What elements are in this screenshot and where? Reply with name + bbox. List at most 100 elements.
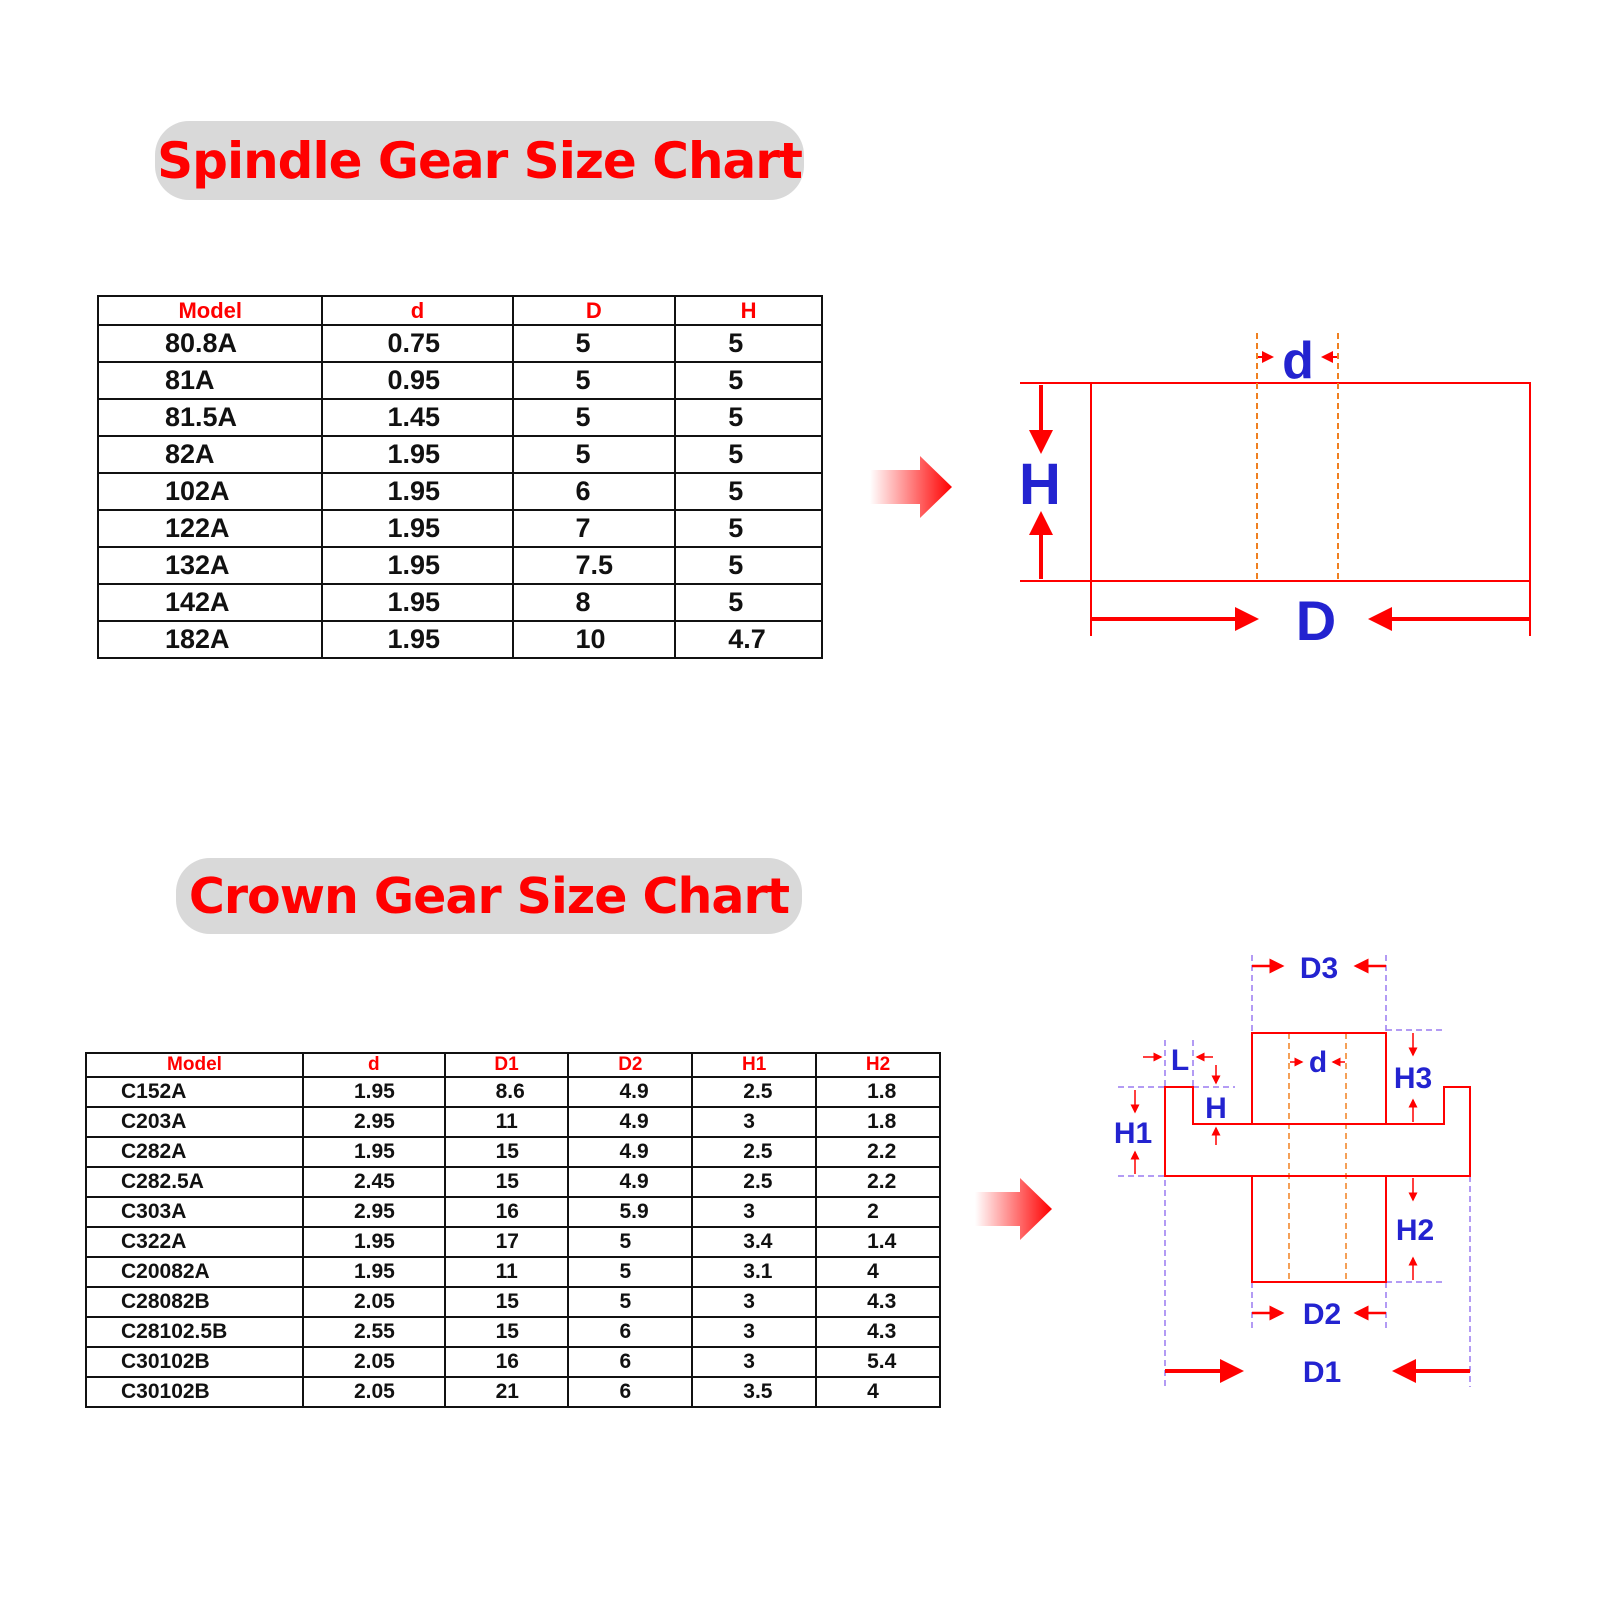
column-header: Model [85,1052,304,1078]
pointer-arrow-icon [870,456,952,518]
table-cell: 3.5 [691,1376,818,1408]
table-cell: C30102B [85,1376,304,1408]
table-cell: 21 [443,1376,570,1408]
table-cell: 1.95 [321,546,514,585]
table-cell: 1.95 [321,620,514,659]
table-cell: C152A [85,1076,304,1108]
column-header: D2 [567,1052,694,1078]
diagram-label-H3: H3 [1394,1062,1432,1095]
table-cell: 15 [443,1286,570,1318]
table-cell: 2.5 [691,1136,818,1168]
table-cell: 1.95 [321,435,514,474]
table-cell: 4.7 [674,620,823,659]
table-cell: 4.9 [567,1076,694,1108]
diagram-label-D1: D1 [1303,1356,1341,1389]
column-header: H2 [815,1052,941,1078]
spindle-gear-diagram [1020,333,1531,636]
table-cell: 132A [96,546,324,585]
table-cell: 7 [511,509,677,548]
column-header: D1 [443,1052,570,1078]
table-cell: 122A [96,509,324,548]
table-cell: 3 [691,1316,818,1348]
diagram-label-D: D [1296,589,1336,652]
table-cell: 5 [674,324,823,363]
table-cell: C20082A [85,1256,304,1288]
table-cell: 1.95 [301,1256,446,1288]
table-cell: 81.5A [96,398,324,437]
table-cell: 0.75 [321,324,514,363]
diagram-label-H1: H1 [1114,1117,1152,1150]
table-cell: 2.5 [691,1166,818,1198]
table-cell: 4.9 [567,1106,694,1138]
column-header: D [511,295,677,326]
table-cell: 2.2 [815,1166,941,1198]
crown-gear-diagram [1118,955,1471,1387]
table-cell: 2 [815,1196,941,1228]
column-header: d [301,1052,446,1078]
table-cell: 6 [567,1346,694,1378]
spindle-chart-title: Spindle Gear Size Chart [155,121,804,200]
table-cell: 2.95 [301,1106,446,1138]
table-cell: 1.95 [321,509,514,548]
table-cell: 1.95 [301,1136,446,1168]
table-cell: 16 [443,1196,570,1228]
table-cell: 3.4 [691,1226,818,1258]
table-cell: 11 [443,1106,570,1138]
table-cell: 5.4 [815,1346,941,1378]
table-cell: 3.1 [691,1256,818,1288]
table-cell: 15 [443,1166,570,1198]
table-cell: 5 [567,1256,694,1288]
table-cell: 5 [511,398,677,437]
table-cell: 80.8A [96,324,324,363]
table-cell: C28102.5B [85,1316,304,1348]
table-cell: 5 [511,435,677,474]
table-cell: 3 [691,1106,818,1138]
diagram-label-H2: H2 [1396,1214,1434,1247]
table-cell: 1.95 [301,1226,446,1258]
table-cell: 81A [96,361,324,400]
table-cell: 4 [815,1256,941,1288]
table-cell: 1.95 [321,472,514,511]
diagram-label-D3: D3 [1300,952,1338,985]
table-cell: 2.95 [301,1196,446,1228]
table-cell: 2.2 [815,1136,941,1168]
table-cell: 4 [815,1376,941,1408]
table-cell: 2.55 [301,1316,446,1348]
table-cell: 2.5 [691,1076,818,1108]
table-cell: 17 [443,1226,570,1258]
table-cell: 5 [511,361,677,400]
table-cell: 8 [511,583,677,622]
table-cell: 5 [674,398,823,437]
diagram-label-D2: D2 [1303,1298,1341,1331]
table-cell: 182A [96,620,324,659]
table-cell: 0.95 [321,361,514,400]
table-cell: 4.9 [567,1166,694,1198]
pointer-arrow-icon [975,1178,1052,1240]
table-cell: 5 [567,1226,694,1258]
table-cell: 1.95 [301,1076,446,1108]
table-cell: C28082B [85,1286,304,1318]
table-cell: 6 [511,472,677,511]
table-cell: 3 [691,1346,818,1378]
table-cell: 1.8 [815,1076,941,1108]
table-cell: 3 [691,1196,818,1228]
table-cell: 6 [567,1316,694,1348]
table-cell: C30102B [85,1346,304,1378]
crown-chart-title: Crown Gear Size Chart [176,858,802,934]
table-cell: 5 [674,583,823,622]
table-cell: 3 [691,1286,818,1318]
column-header: H [674,295,823,326]
